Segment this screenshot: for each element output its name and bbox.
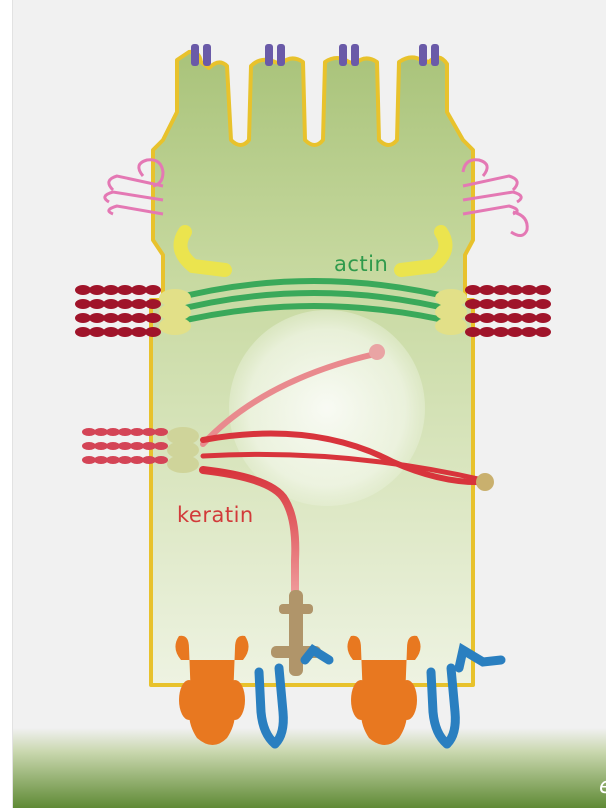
channel-protein <box>339 44 347 66</box>
basal-lamina <box>13 728 606 808</box>
cadherins-right <box>465 285 551 337</box>
keratin-anchor-right <box>476 473 494 491</box>
desmosome-plaque <box>167 427 199 473</box>
label-actin: actin <box>334 252 388 276</box>
channel-protein <box>419 44 427 66</box>
cadherins-left <box>75 285 161 337</box>
cell-junction-diagram <box>13 0 606 808</box>
channel-protein <box>277 44 285 66</box>
figure-panel: actin keratin e <box>12 0 606 808</box>
desmosomal-cadherins <box>82 428 168 464</box>
channel-protein <box>203 44 211 66</box>
label-keratin: keratin <box>177 503 254 527</box>
adherens-plaque-right <box>435 289 467 335</box>
keratin-anchor-nucleus <box>369 344 385 360</box>
corner-letter: e <box>599 774 606 799</box>
channel-protein <box>351 44 359 66</box>
channel-protein <box>191 44 199 66</box>
channel-protein <box>431 44 439 66</box>
adherens-plaque-left <box>159 289 191 335</box>
channel-protein <box>265 44 273 66</box>
nucleus <box>229 310 425 506</box>
